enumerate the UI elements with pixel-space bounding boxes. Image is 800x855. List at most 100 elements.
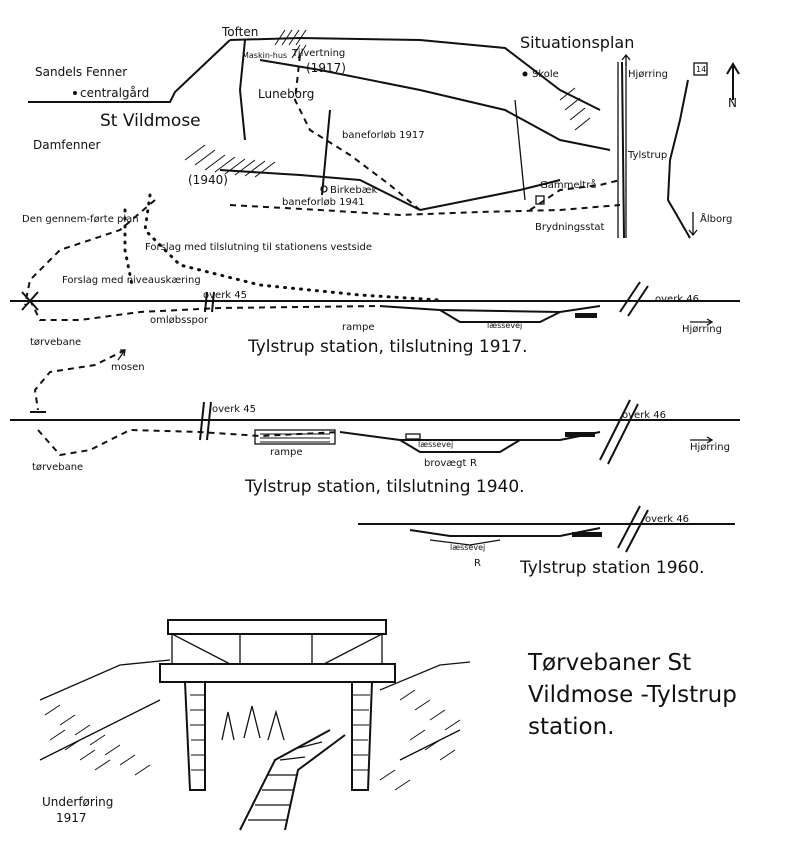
- bridge-girder: [171, 633, 383, 665]
- situationsplan-heading: Situationsplan: [520, 33, 634, 52]
- label-torvebane-1917: tørvebane: [30, 337, 81, 348]
- label-overk46-1960: overk 46: [645, 514, 689, 525]
- label-tilvaertning: Tilvertning: [291, 48, 345, 59]
- label-brydsningsstat: Brydningsstat: [535, 222, 605, 233]
- main-title: Tørvebaner St Vildmose -Tylstrup station…: [527, 650, 737, 740]
- rail-sleepers: [248, 741, 323, 821]
- abutment-left: [184, 681, 206, 791]
- lossevej-siding-1940: [399, 439, 521, 453]
- main-railway-edges: [617, 62, 627, 238]
- label-mosen: mosen: [111, 362, 145, 373]
- label-overk46-1917: overk 46: [655, 294, 699, 305]
- main-railway: [621, 61, 625, 239]
- main-title-line2: Vildmose -Tylstrup: [528, 682, 737, 708]
- vegetation-hatch: [44, 689, 461, 791]
- peat-rail-1941: [229, 204, 621, 217]
- birkebaek-dot: [320, 185, 328, 193]
- label-forslag-niveau: Forslag med niveauskæring: [62, 275, 201, 286]
- north-arrow-icon: [726, 62, 740, 100]
- road-south: [219, 169, 421, 211]
- label-birkebaek: Birkebæk: [330, 185, 378, 196]
- label-lossevej-1940: læssevej: [418, 440, 453, 449]
- gammeltra-building-icon: [535, 195, 545, 205]
- main-title-line1: Tørvebaner St: [527, 650, 691, 676]
- label-torvebane-1940: tørvebane: [32, 462, 83, 473]
- label-r-1940: R: [470, 458, 477, 469]
- route-vestside: [143, 193, 442, 302]
- label-road-number: 14: [696, 65, 706, 74]
- crossing-overk45-1940: [199, 401, 212, 441]
- label-den-gennemforte: Den gennem-førte plan: [22, 214, 139, 225]
- label-baneforlob-1941: baneforløb 1941: [282, 197, 365, 208]
- caption-underforing: Underføring: [42, 795, 113, 809]
- peat-rail-1917: [293, 54, 421, 211]
- label-skole: Skole: [532, 69, 559, 80]
- label-aalborg: Ålborg: [700, 212, 732, 225]
- crossing-overk46-1940: [599, 399, 639, 465]
- bridge-beam: [159, 663, 396, 683]
- label-north: N: [728, 96, 737, 110]
- arrow-right-icon: [690, 318, 714, 326]
- label-overk46-1940: overk 46: [622, 410, 666, 421]
- hatched-area-toften: [274, 29, 307, 59]
- hatched-area-gammeltra: [559, 87, 591, 131]
- title-1960: Tylstrup station 1960.: [519, 558, 705, 578]
- brovaegt-box: [405, 433, 421, 440]
- peat-rail-branch: [529, 179, 621, 211]
- embankment-lines: [39, 659, 471, 761]
- lossevej-siding-1917: [439, 309, 561, 323]
- arrow-up-icon: [621, 53, 631, 66]
- road-north: [229, 36, 601, 111]
- crossing-overk46-1917: [619, 281, 649, 317]
- rail-right: [284, 734, 346, 831]
- road-number-box: [693, 62, 708, 76]
- label-omlobsspor: omløbsspor: [150, 315, 209, 326]
- siding-1917: [379, 305, 601, 314]
- label-tilvaertning-year: (1917): [306, 61, 346, 75]
- label-tylstrup: Tylstrup: [627, 150, 667, 161]
- main-title-line3: station.: [528, 714, 614, 740]
- label-r-1960: R: [474, 558, 481, 569]
- bridge-deck: [167, 619, 387, 635]
- peat-track-1917: [29, 299, 381, 321]
- arrow-right-icon: [690, 436, 714, 444]
- label-lossevej-1917: læssevej: [487, 321, 522, 330]
- road-gammeltra: [419, 179, 561, 211]
- label-brovaegt: brovægt: [424, 458, 466, 469]
- road-luneborg: [259, 59, 611, 151]
- label-baneforlob-1917: baneforløb 1917: [342, 130, 425, 141]
- road-west: [28, 39, 231, 103]
- label-rampe-1917: rampe: [342, 322, 374, 333]
- label-toften: Toften: [221, 25, 258, 39]
- trees: [221, 705, 285, 741]
- centralgaard-dot: [73, 91, 77, 95]
- wagons-1917: [575, 313, 597, 318]
- route-mosen: [33, 349, 126, 411]
- plan-1917: Den gennem-førte plan Forslag med tilslu…: [10, 193, 740, 357]
- siding-1940: [339, 431, 601, 441]
- title-1917: Tylstrup station, tilslutning 1917.: [247, 337, 528, 357]
- crossing-overk46-1960: [617, 505, 649, 553]
- label-damfenner: Damfenner: [33, 138, 100, 152]
- rail-left: [239, 729, 331, 831]
- arrow-mosen-icon: [117, 349, 126, 361]
- label-gammeltra: Gammeltrå: [540, 178, 596, 191]
- label-st-vildmose: St Vildmose: [100, 111, 201, 131]
- bridge-bracing: [171, 633, 383, 665]
- label-hjorring-1917: Hjørring: [682, 324, 722, 335]
- road-skole: [514, 99, 526, 201]
- label-rampe-1940: rampe: [270, 447, 302, 458]
- peat-track-1940: [37, 428, 341, 457]
- road-toften: [238, 39, 246, 141]
- abutment-left-hatch: [190, 694, 205, 771]
- plan-1960: overk 46 læssevej R Tylstrup station 196…: [358, 505, 735, 578]
- plan-1940: mosen overk 45 overk 46 rampe læssevej b…: [10, 349, 740, 497]
- rampe-1940: [254, 429, 336, 445]
- rampe-hatch-1940: [260, 433, 330, 443]
- situation-plan: Situationsplan Sandels Fenner centra: [28, 25, 740, 239]
- junction-mark-1917: [21, 291, 39, 311]
- label-overk45-1940: overk 45: [212, 404, 256, 415]
- underforing-sketch: Underføring 1917: [39, 619, 471, 831]
- label-hjorring-north: Hjørring: [628, 69, 668, 80]
